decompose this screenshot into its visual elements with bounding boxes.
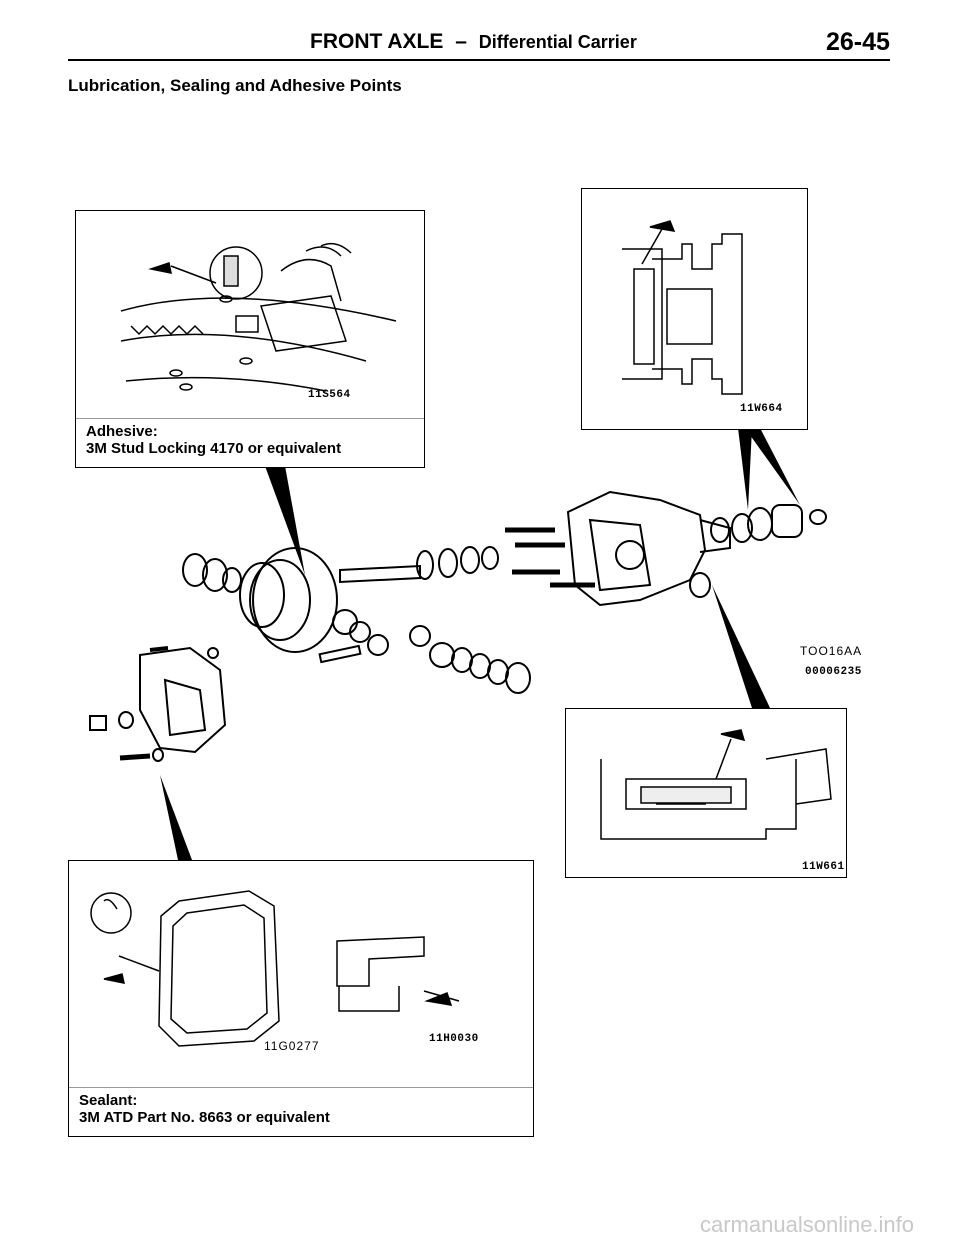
adhesive-caption: Adhesive: 3M Stud Locking 4170 or equiva… [76,418,424,467]
figure-code-00006235: 00006235 [805,666,862,678]
sealant-caption-value: 3M ATD Part No. 8663 or equivalent [79,1109,330,1126]
figure-code-11g0277: 11G0277 [264,1039,320,1053]
cover-sealant-illustration [90,890,460,1047]
pinion-seal-panel: 11W664 [581,188,808,430]
sealant-caption-label: Sealant: [79,1092,138,1109]
watermark: carmanualsonline.info [700,1212,915,1237]
page-number: 26-45 [826,28,890,56]
adhesive-caption-value: 3M Stud Locking 4170 or equivalent [86,440,342,457]
figure-code-too16aa: TOO16AA [800,644,863,658]
figure-code-11w661: 11W661 [802,861,845,873]
adhesive-caption-label: Adhesive: [86,423,158,440]
section-title: Lubrication, Sealing and Adhesive Points [68,76,402,95]
sealant-caption: Sealant: 3M ATD Part No. 8663 or equival… [69,1087,533,1136]
side-bearing-seal-illustration [600,729,832,840]
pointer-arrow-sealant [160,775,192,860]
figure-code-11h0030: 11H0030 [429,1033,479,1045]
pointer-arrow-adhesive [265,466,305,575]
pinion-seal-illustration [622,220,743,395]
pointer-arrow-top-right-2 [745,428,800,505]
header-rule [68,59,890,61]
header-separator: – [455,30,467,53]
figure-code-11s564: 11S564 [308,389,351,401]
pointer-arrow-top-right-1 [738,428,752,510]
adhesive-panel: 11S564 Adhesive: 3M Stud Locking 4170 or… [75,210,425,468]
sealant-panel: 11G0277 11H0030 Sealant: 3M ATD Part No.… [68,860,534,1137]
side-bearing-seal-panel: 11W661 [565,708,847,878]
header-main-title: FRONT AXLE [310,30,444,53]
header-subtitle: Differential Carrier [478,32,637,52]
stud-locking-illustration [120,242,397,392]
page-header: FRONT AXLE – Differential Carrier 26-45 [0,28,960,62]
header-title: FRONT AXLE – Differential Carrier [310,30,637,54]
pointer-arrow-mid-right [712,585,770,708]
figure-code-11w664: 11W664 [740,403,783,415]
